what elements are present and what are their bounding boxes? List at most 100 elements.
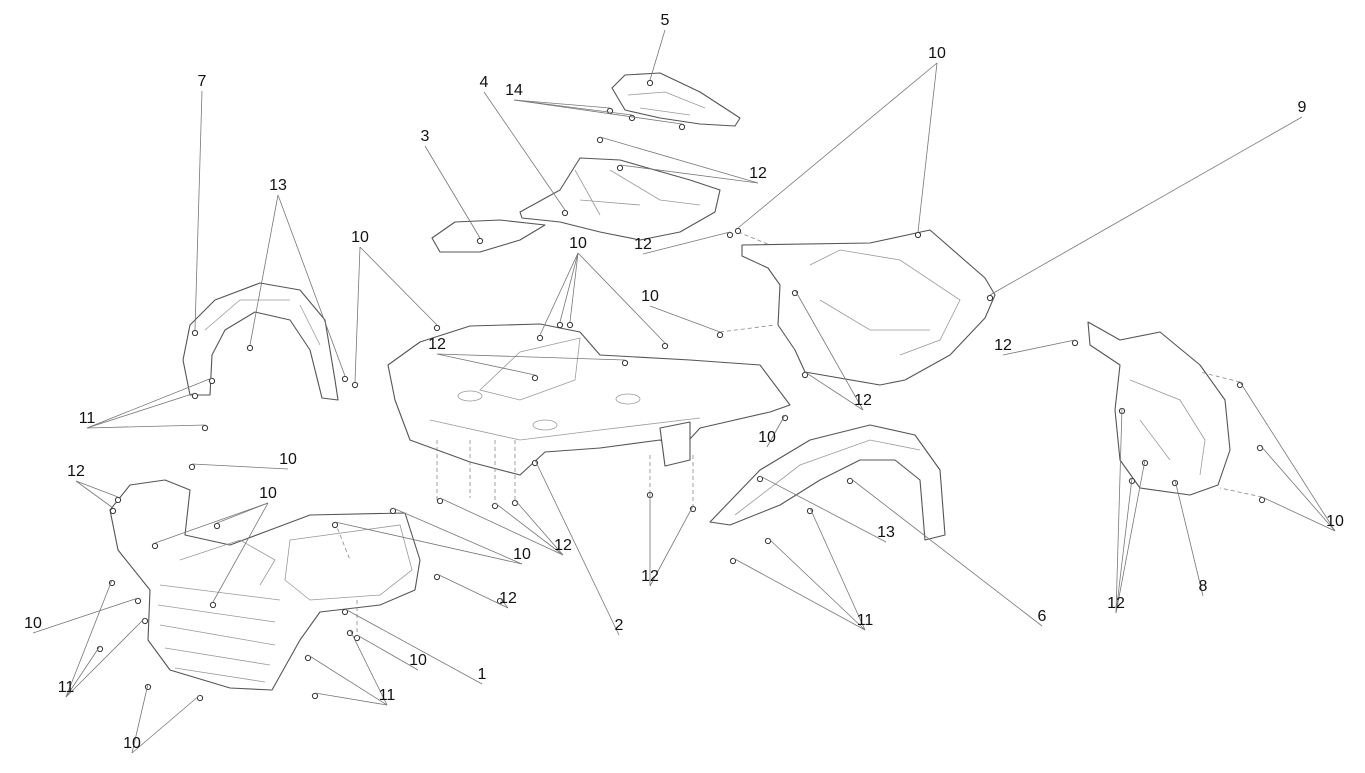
- callout-number: 10: [569, 235, 587, 252]
- fastener: [114, 496, 122, 504]
- leader-line: [569, 252, 579, 323]
- leader-line: [1115, 459, 1146, 614]
- leader-line: [794, 289, 864, 411]
- leader-line: [917, 62, 938, 233]
- assembly-line: [719, 324, 776, 333]
- leader-line: [334, 521, 523, 565]
- leader-line: [436, 353, 536, 376]
- part-1-front-grille: [109, 479, 421, 691]
- leader-line: [1002, 339, 1076, 356]
- fastener: [661, 342, 669, 350]
- callout-number: 2: [615, 617, 624, 634]
- dashed-assembly-lines: [334, 231, 1263, 635]
- fastener: [628, 114, 636, 122]
- callout-number: 12: [1107, 595, 1125, 612]
- fastener: [134, 597, 142, 605]
- callout-number: 12: [499, 590, 517, 607]
- fastener: [1071, 339, 1079, 347]
- fastener: [331, 521, 339, 529]
- fastener: [914, 231, 922, 239]
- leader-line: [86, 392, 196, 429]
- callout-number: 12: [854, 392, 872, 409]
- callout-number: 9: [1298, 99, 1307, 116]
- fastener: [433, 324, 441, 332]
- fastener: [536, 334, 544, 342]
- leader-line: [1259, 444, 1336, 532]
- fastener: [201, 424, 209, 432]
- leader-line: [559, 252, 579, 323]
- leader-line: [494, 502, 564, 556]
- fastener: [476, 237, 484, 245]
- leader-line: [436, 353, 626, 361]
- leader-line: [649, 305, 721, 333]
- leader-line: [989, 116, 1303, 296]
- callout-number: 5: [661, 12, 670, 29]
- callout-number: 13: [269, 177, 287, 194]
- leader-line: [194, 90, 203, 331]
- leader-line: [65, 579, 113, 698]
- fastener: [616, 164, 624, 172]
- fastener: [208, 377, 216, 385]
- part-8-panel-right-rear: [1087, 321, 1231, 496]
- part-6-fender-right: [709, 424, 946, 541]
- leader-line: [767, 537, 866, 631]
- part-2-front-body: [387, 323, 791, 476]
- fastener: [213, 522, 221, 530]
- fastener: [311, 692, 319, 700]
- fastener: [209, 601, 217, 609]
- leader-line: [649, 505, 694, 587]
- fastener: [511, 499, 519, 507]
- leader-line: [65, 645, 101, 698]
- callout-number: 10: [24, 615, 42, 632]
- leader-line: [439, 497, 564, 556]
- callout-number: 1: [478, 666, 487, 683]
- leader-line: [649, 29, 666, 81]
- leader-line: [1174, 479, 1204, 597]
- callout-number: 7: [198, 73, 207, 90]
- part-3-cover: [431, 219, 546, 253]
- leader-line: [75, 480, 119, 498]
- part-5-top-cover: [611, 72, 741, 127]
- leader-line: [514, 499, 564, 556]
- assembly-line: [1219, 487, 1263, 498]
- fastener: [566, 321, 574, 329]
- leader-line: [277, 194, 346, 377]
- part-9-panel-right: [741, 229, 996, 386]
- callout-number: 10: [409, 652, 427, 669]
- leader-line: [619, 164, 759, 184]
- fastener: [191, 329, 199, 337]
- callout-number: 10: [758, 429, 776, 446]
- fastener: [246, 344, 254, 352]
- callout-number: 12: [67, 463, 85, 480]
- fastener: [726, 231, 734, 239]
- callout-number: 11: [79, 410, 96, 427]
- leader-line: [86, 377, 213, 429]
- leader-line: [499, 597, 509, 609]
- callout-number: 12: [749, 165, 767, 182]
- callout-number: 10: [513, 546, 531, 563]
- leader-line: [249, 194, 279, 346]
- callout-number: 10: [351, 229, 369, 246]
- fastener: [596, 136, 604, 144]
- leader-line: [349, 629, 388, 706]
- leader-line: [424, 145, 481, 239]
- fastener: [678, 123, 686, 131]
- fastener: [151, 542, 159, 550]
- fastener: [109, 507, 117, 515]
- leader-line: [577, 252, 666, 344]
- fastener: [141, 617, 149, 625]
- fastener: [191, 392, 199, 400]
- leader-line: [759, 475, 887, 543]
- leader-line: [539, 252, 579, 336]
- leader-line: [216, 502, 269, 524]
- fastener: [986, 294, 994, 302]
- leader-line: [307, 654, 388, 706]
- leader-line: [804, 371, 864, 411]
- part-7-fender-left: [182, 282, 339, 401]
- callout-number: 8: [1199, 578, 1208, 595]
- leader-line: [392, 507, 523, 565]
- callout-number: 10: [641, 288, 659, 305]
- fastener: [556, 321, 564, 329]
